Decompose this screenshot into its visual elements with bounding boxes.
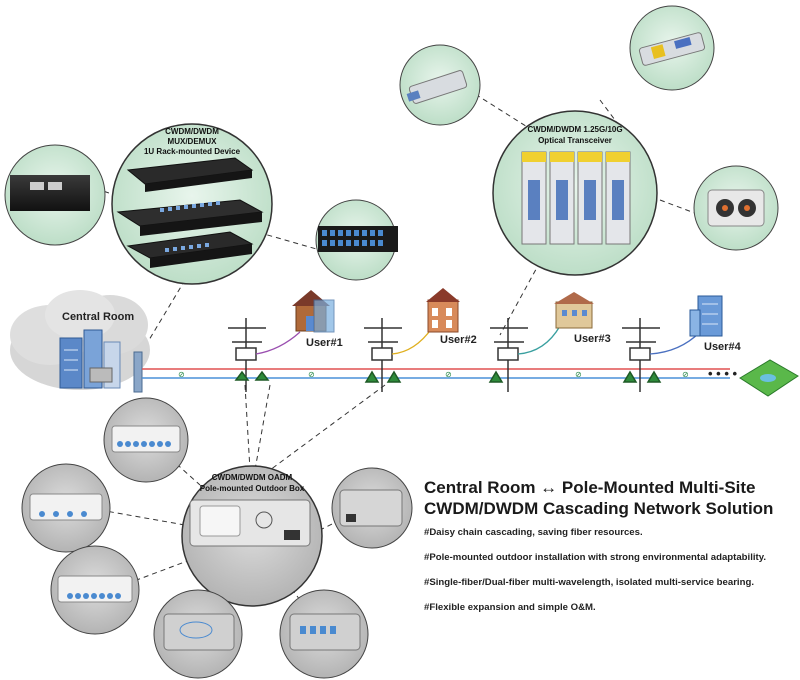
- user2-link: [391, 327, 433, 355]
- feature-item: #Pole-mounted outdoor installation with …: [424, 552, 767, 563]
- feature-item: #Single-fiber/Dual-fiber multi-wavelengt…: [424, 577, 754, 588]
- apartment-icon: [554, 292, 594, 329]
- transceiver-title-line1: CWDM/DWDM 1.25G/10G: [527, 125, 622, 134]
- lc-connector-circle: [693, 165, 779, 251]
- central-room-label: Central Room: [62, 311, 134, 323]
- utility-pole-2: [364, 318, 402, 392]
- oadm-detail-circle-2: [21, 463, 111, 553]
- mux-title-line3: 1U Rack-mounted Device: [144, 147, 241, 156]
- user1-label: User#1: [306, 337, 343, 349]
- mux-title-line1: CWDM/DWDM: [165, 127, 219, 136]
- oadm-detail-circle-1: [103, 397, 189, 483]
- utility-pole-4: [622, 318, 662, 392]
- feature-item: #Flexible expansion and simple O&M.: [424, 602, 596, 613]
- oadm-circle: CWDM/DWDM OADM Pole-mounted Outdoor Box: [181, 465, 323, 607]
- continuation-dots: • • • •: [708, 366, 737, 381]
- oadm-detail-circle-6: [279, 589, 369, 679]
- rack-closeup-circle: [4, 144, 106, 246]
- svg-text:⊘: ⊘: [575, 370, 582, 379]
- user1-link: [255, 331, 301, 355]
- park-icon: [739, 359, 799, 397]
- solution-heading: Central Room ↔ Pole-Mounted Multi-Site C…: [424, 477, 794, 519]
- heading-line-2: CWDM/DWDM Cascading Network Solution: [424, 499, 774, 518]
- port-closeup-circle: [315, 199, 398, 281]
- svg-text:⊘: ⊘: [682, 370, 689, 379]
- heading-line-1: Central Room ↔ Pole-Mounted Multi-Site: [424, 478, 756, 497]
- sfp-module-icons: [521, 151, 631, 245]
- house-icon: [292, 290, 335, 333]
- rack-device-icon: [116, 157, 264, 268]
- feature-item: #Daisy chain cascading, saving fiber res…: [424, 527, 643, 538]
- mux-demux-circle: CWDM/DWDM MUX/DEMUX 1U Rack-mounted Devi…: [111, 123, 273, 285]
- transceiver-title-line2: Optical Transceiver: [538, 136, 612, 145]
- oadm-title-line1: CWDM/DWDM OADM: [212, 473, 293, 482]
- utility-pole-1: [228, 318, 270, 392]
- user4-label: User#4: [704, 341, 742, 353]
- svg-text:⊘: ⊘: [308, 370, 315, 379]
- oadm-detail-circle-4: [331, 467, 413, 549]
- oadm-title-line2: Pole-mounted Outdoor Box: [200, 484, 305, 493]
- transceiver-circle: CWDM/DWDM 1.25G/10G Optical Transceiver: [492, 110, 658, 276]
- user2-label: User#2: [440, 334, 477, 346]
- mux-title-line2: MUX/DEMUX: [168, 137, 218, 146]
- central-mux-unit: [133, 351, 143, 393]
- svg-text:⊘: ⊘: [178, 370, 185, 379]
- outdoor-box-icon: [189, 499, 311, 547]
- oadm-detail-circle-5: [153, 589, 243, 679]
- fiber-trunk: ⊘ ⊘ ⊘ ⊘ ⊘: [142, 368, 730, 379]
- sfp-closeup-circle-2: [629, 5, 715, 91]
- utility-pole-3: [488, 318, 528, 392]
- office-tower-icon: [689, 295, 723, 337]
- oadm-detail-circle-3: [50, 545, 140, 635]
- svg-text:⊘: ⊘: [445, 370, 452, 379]
- sfp-closeup-circle-1: [399, 44, 481, 126]
- townhouse-icon: [426, 288, 460, 333]
- server-rack-icon: [59, 329, 121, 389]
- feature-list: #Daisy chain cascading, saving fiber res…: [424, 527, 796, 627]
- user3-label: User#3: [574, 333, 611, 345]
- user3-link: [517, 325, 561, 355]
